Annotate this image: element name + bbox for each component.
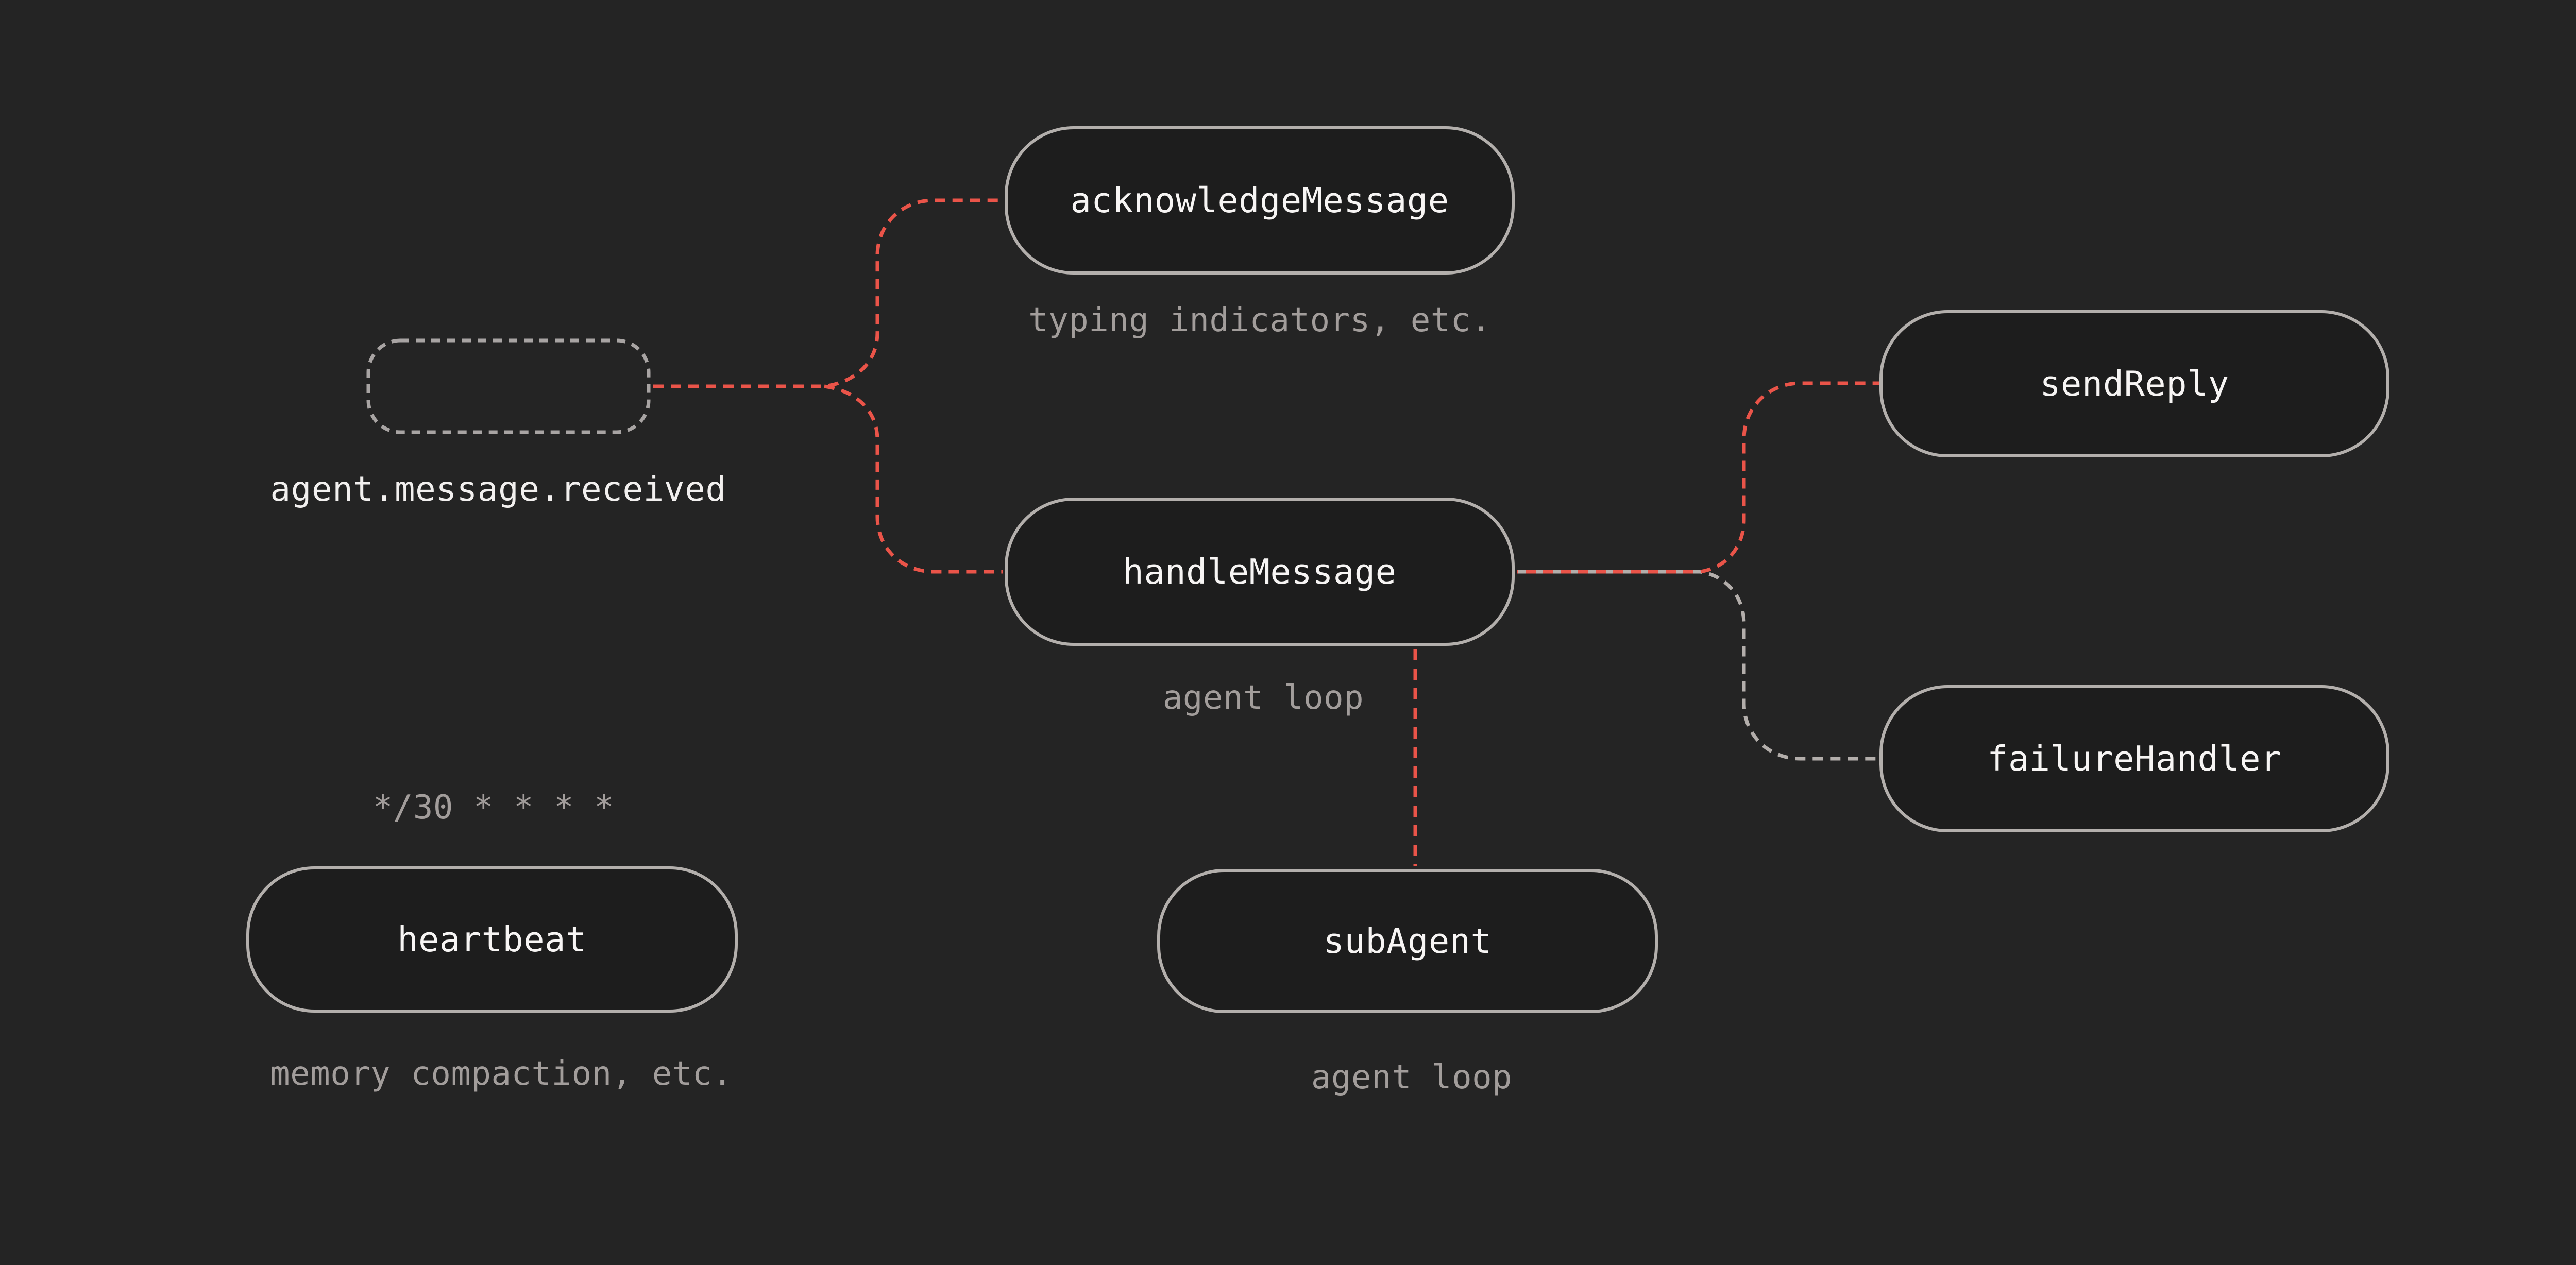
node-label: subAgent <box>1323 921 1492 961</box>
edge-trigger-acknowledgeMessage <box>653 198 1003 388</box>
edge-handleMessage-failureHandler <box>1517 570 1888 761</box>
node-label: acknowledgeMessage <box>1070 180 1449 220</box>
node-subAgent: subAgent <box>1157 869 1658 1013</box>
node-sendReply: sendReply <box>1879 310 2389 457</box>
node-label: sendReply <box>2040 364 2229 404</box>
caption-memory-compaction: memory compaction, etc. <box>270 1055 733 1093</box>
node-label: failureHandler <box>1987 739 2282 779</box>
caption-subAgent-agent-loop: agent loop <box>1311 1058 1513 1097</box>
edge-trigger-handleMessage <box>824 384 1003 574</box>
caption-heartbeat-cron-schedule: */30 * * * * <box>372 789 615 827</box>
caption-typing-indicators: typing indicators, etc. <box>1028 301 1491 339</box>
node-trigger-ghost <box>366 338 651 434</box>
node-label: heartbeat <box>397 919 587 960</box>
caption-event-agent-message-received: agent.message.received <box>270 469 726 509</box>
node-acknowledgeMessage: acknowledgeMessage <box>1005 126 1515 275</box>
node-heartbeat: heartbeat <box>246 866 738 1013</box>
node-label: handleMessage <box>1123 552 1397 592</box>
node-handleMessage: handleMessage <box>1005 498 1515 646</box>
caption-handleMessage-agent-loop: agent loop <box>1162 679 1364 717</box>
edge-handleMessage-sendReply <box>1517 381 1888 574</box>
node-failureHandler: failureHandler <box>1879 685 2389 832</box>
